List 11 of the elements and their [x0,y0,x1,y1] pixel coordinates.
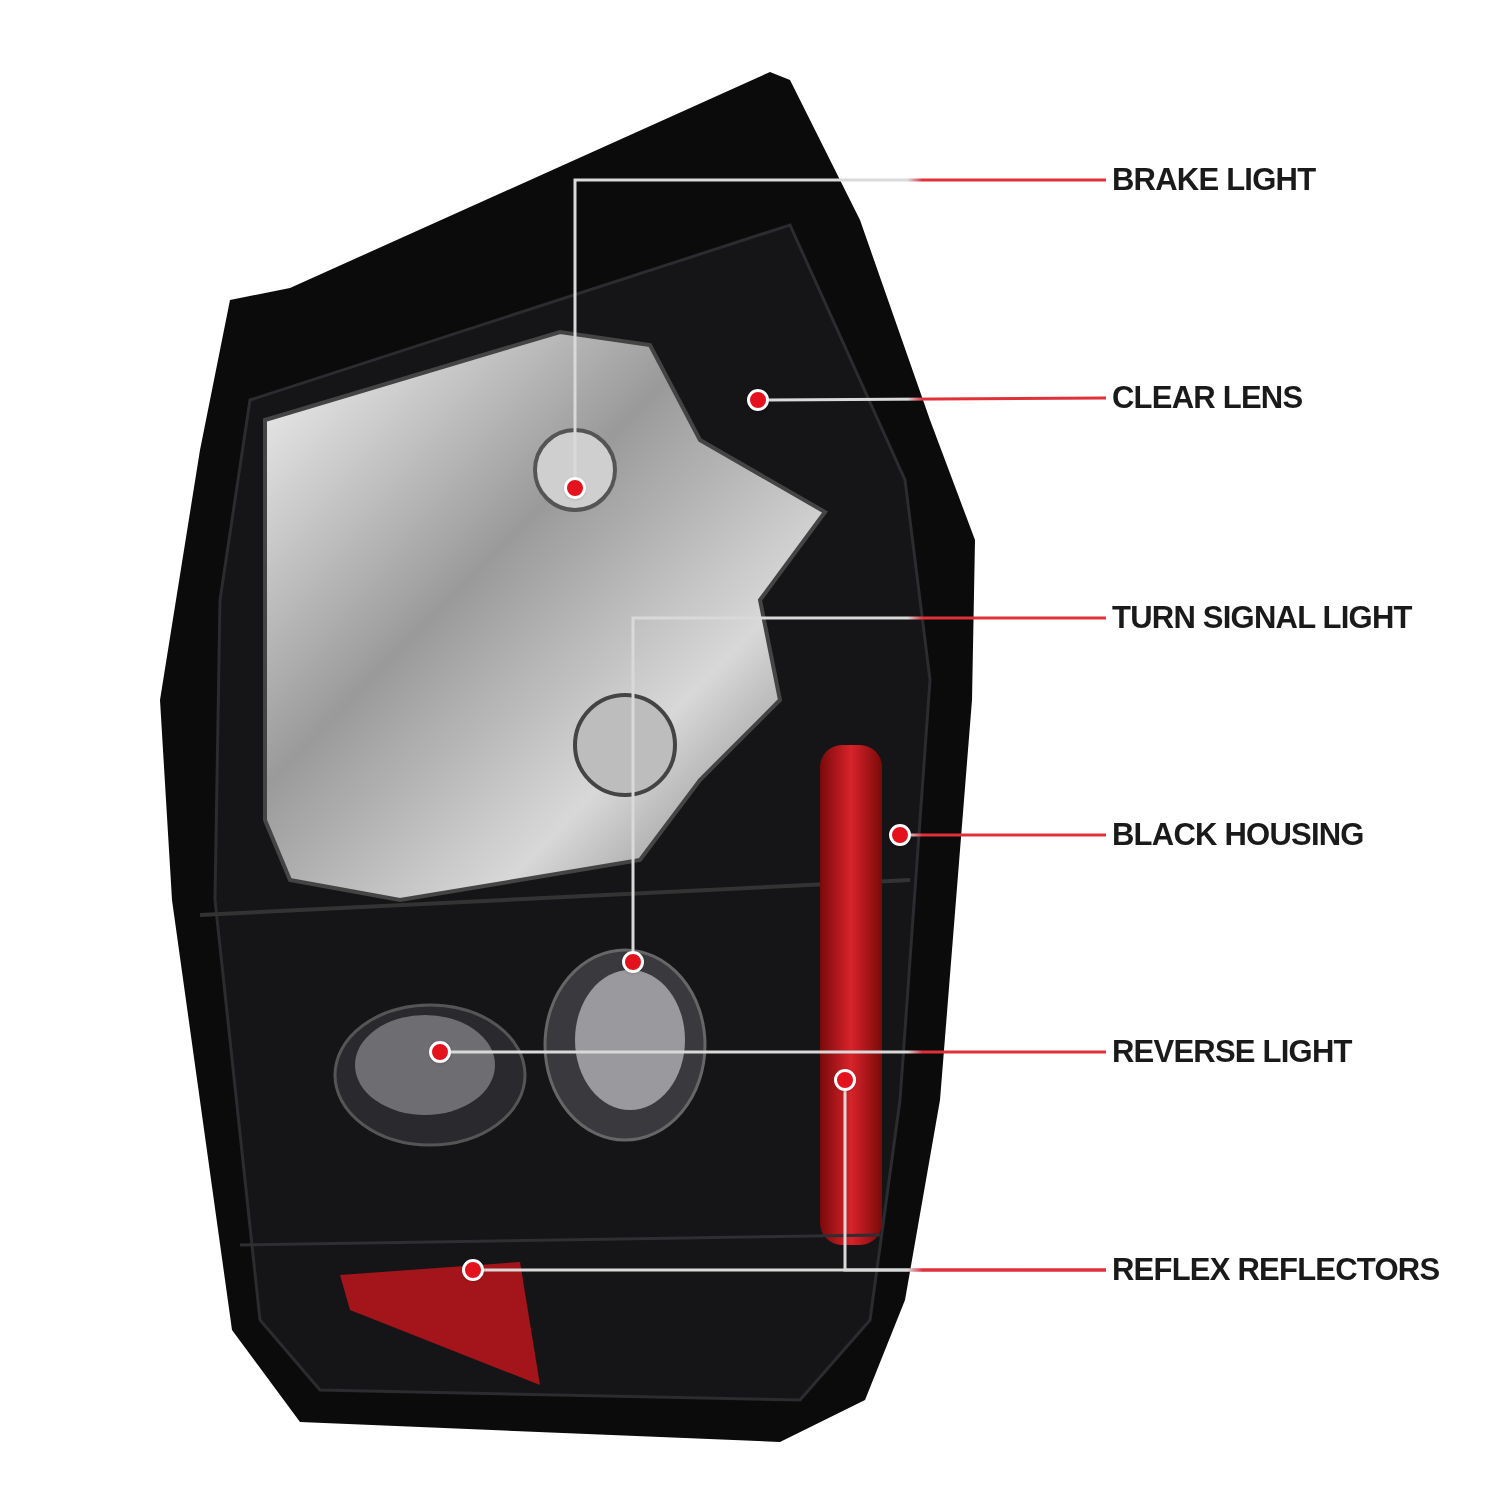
callout-label: TURN SIGNAL LIGHT [1112,599,1412,637]
callout-label: CLEAR LENS [1112,379,1303,417]
callout-label: REFLEX REFLECTORS [1112,1251,1440,1289]
leader-line [451,1050,1106,1054]
leader-line [769,396,1106,402]
leader-line [911,833,1106,837]
callout-label: REVERSE LIGHT [1112,1033,1352,1071]
callout-label: BRAKE LIGHT [1112,161,1316,199]
callout-label: BLACK HOUSING [1112,816,1364,854]
leader-line [631,616,1106,951]
leader-line [843,1091,1106,1272]
